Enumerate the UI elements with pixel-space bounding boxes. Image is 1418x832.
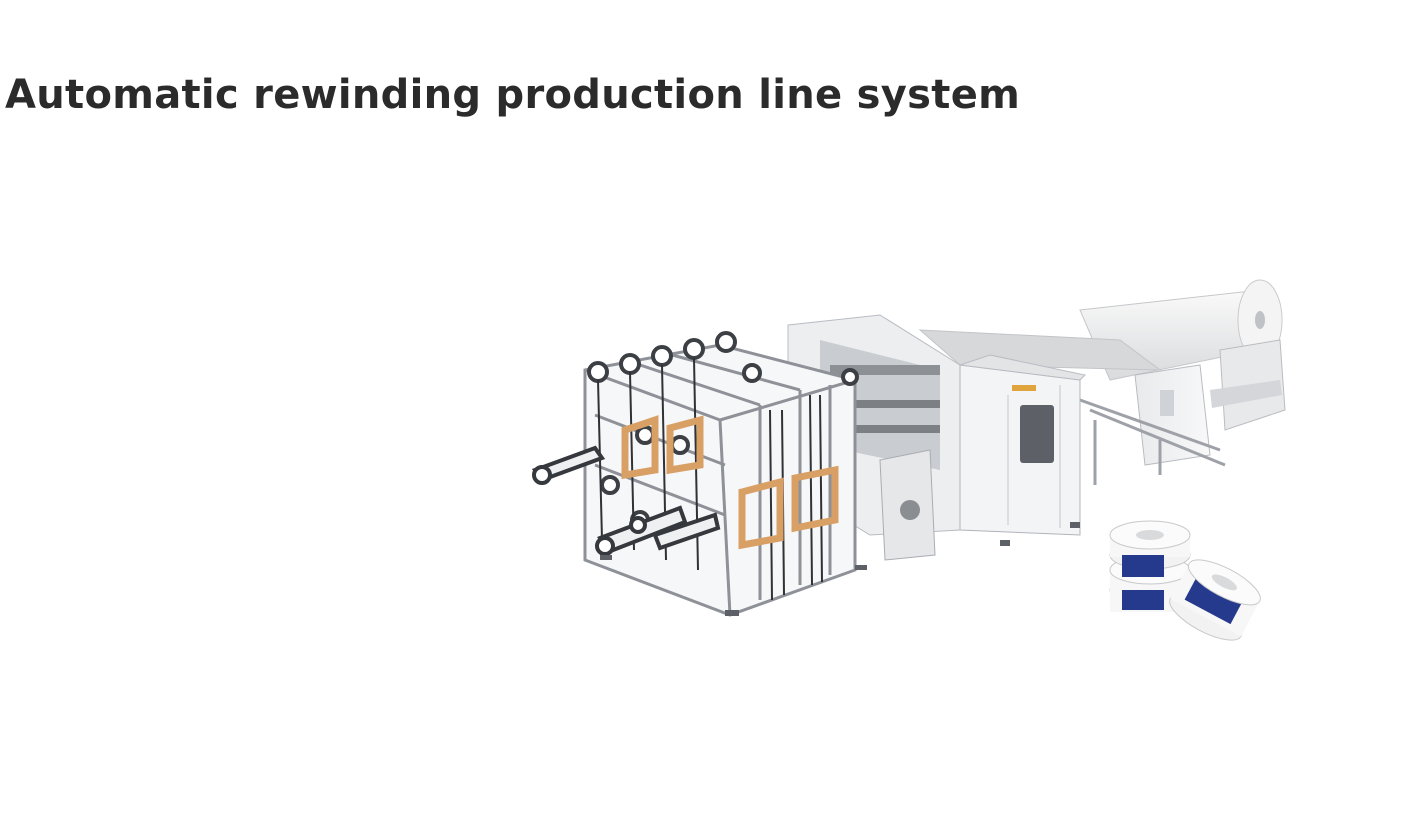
web-conveyor-rails xyxy=(1079,398,1226,485)
drive-pulleys xyxy=(587,331,859,530)
infeed-conveyors xyxy=(531,445,721,556)
roll-clamps xyxy=(621,415,839,550)
page-title: Automatic rewinding production line syst… xyxy=(5,72,1021,118)
finished-paper-rolls xyxy=(1109,520,1261,641)
machine-feet xyxy=(600,522,1080,616)
production-line-illustration xyxy=(520,270,1300,650)
log-saw-frame xyxy=(583,343,857,617)
